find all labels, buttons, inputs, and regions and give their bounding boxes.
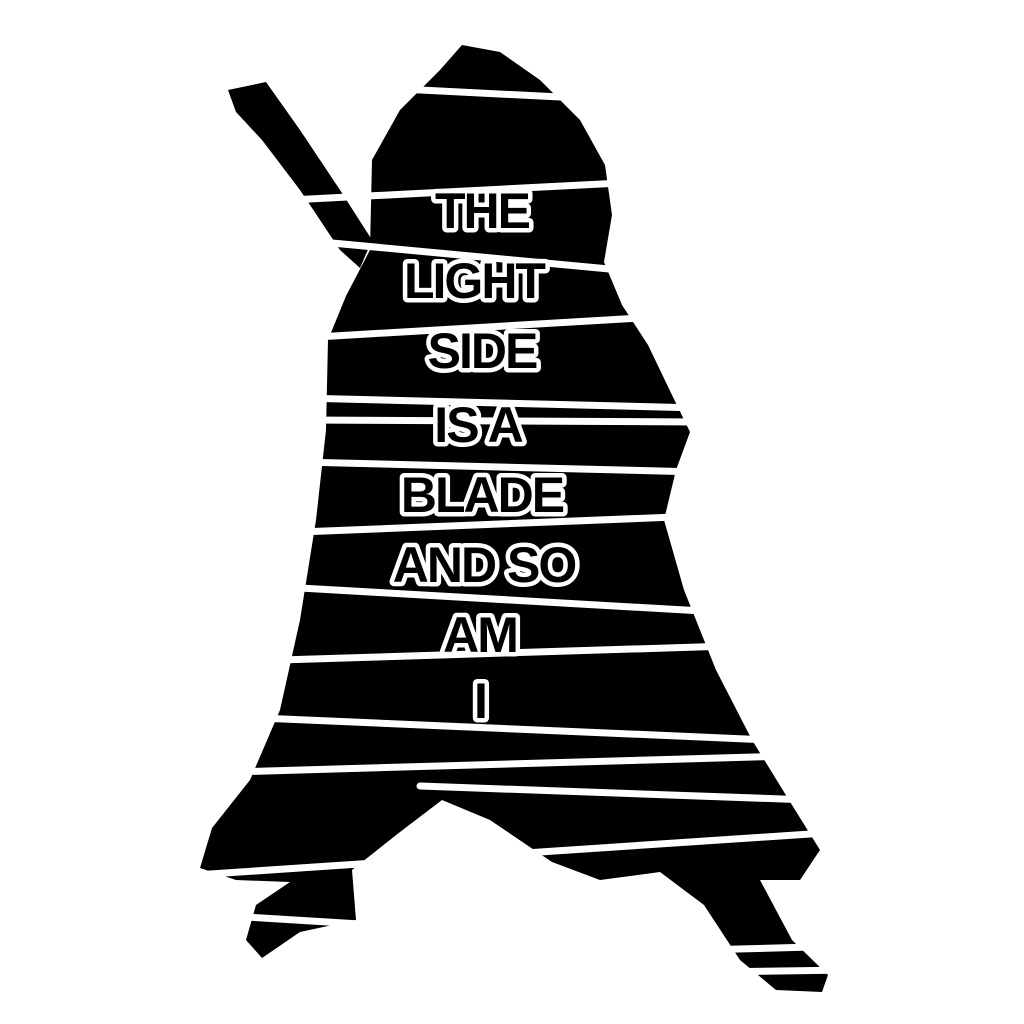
quote-line-2: LIGHT (404, 253, 545, 309)
hooded-figure (200, 45, 828, 992)
quote-line-1: THE (435, 183, 530, 239)
quote-line-6: AND SO (393, 537, 576, 593)
warrior-silhouette (200, 45, 828, 992)
quote-line-7: AM (443, 607, 517, 663)
quote-line-8: I (474, 673, 486, 729)
stripes (176, 84, 854, 976)
lightsaber-blade (228, 82, 372, 268)
quote-line-3: SIDE (428, 323, 537, 379)
quote-text: THE LIGHT SIDE IS A BLADE AND SO AM I (388, 179, 582, 734)
quote-line-4: IS A (434, 397, 522, 453)
quote-line-5: BLADE (401, 467, 564, 523)
